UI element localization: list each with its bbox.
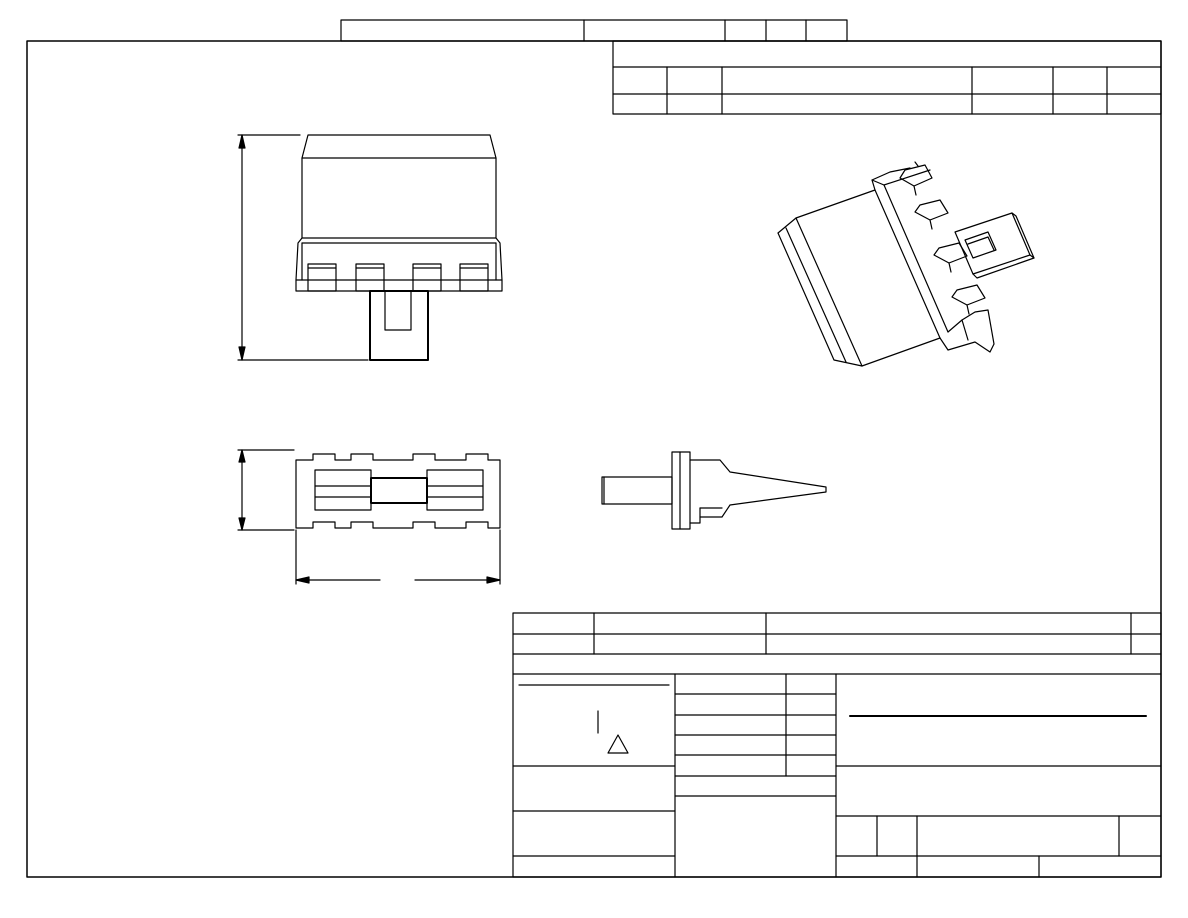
title-block	[512, 612, 1162, 878]
top-revision-strip	[340, 19, 848, 42]
front-view	[237, 134, 503, 361]
warning-triangle-icon	[607, 734, 629, 754]
top-view	[237, 449, 501, 585]
revision-table	[612, 40, 1162, 115]
side-view	[601, 451, 827, 530]
sheet-border	[26, 40, 1162, 878]
isometric-view	[777, 161, 1035, 367]
